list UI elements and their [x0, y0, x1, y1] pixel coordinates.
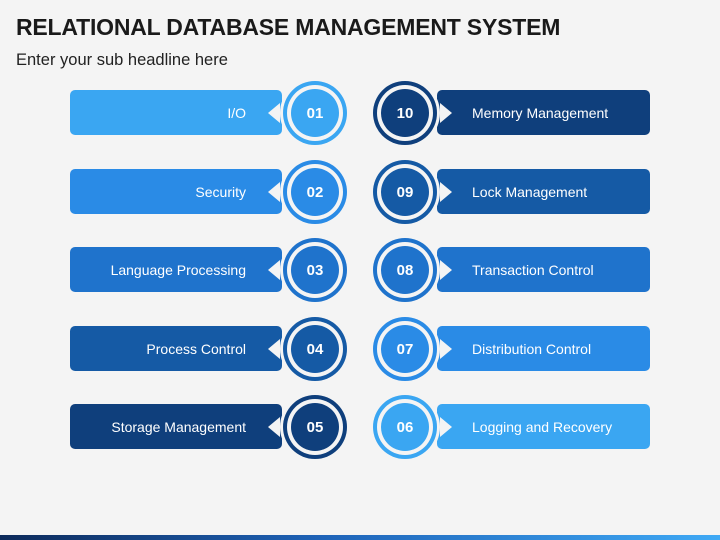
item-number: 02 [291, 168, 339, 216]
item-number: 09 [381, 168, 429, 216]
left-item-bar: Process Control [70, 326, 282, 371]
badge-notch [440, 182, 452, 202]
left-item-badge: 01 [268, 78, 350, 148]
badge-notch [440, 103, 452, 123]
badge-notch [268, 260, 280, 280]
right-item-badge: 10 [370, 78, 452, 148]
left-item-label: Language Processing [110, 261, 246, 278]
left-item-badge: 04 [268, 314, 350, 384]
left-item-bar: Language Processing [70, 247, 282, 292]
left-item-bar: Storage Management [70, 404, 282, 449]
right-item-badge: 07 [370, 314, 452, 384]
left-item-label: I/O [227, 104, 246, 121]
left-item-label: Process Control [146, 340, 246, 357]
right-item-bar: Distribution Control [437, 326, 650, 371]
right-item-label: Transaction Control [472, 261, 594, 278]
item-number: 10 [381, 89, 429, 137]
badge-notch [440, 260, 452, 280]
right-item-badge: 06 [370, 392, 452, 462]
item-number: 04 [291, 325, 339, 373]
badge-notch [268, 417, 280, 437]
right-item-bar: Memory Management [437, 90, 650, 135]
right-item-badge: 08 [370, 235, 452, 305]
badge-notch [268, 182, 280, 202]
item-number: 06 [381, 403, 429, 451]
left-item-bar: Security [70, 169, 282, 214]
right-item-label: Memory Management [472, 104, 609, 121]
item-number: 08 [381, 246, 429, 294]
left-item-label: Security [195, 183, 246, 200]
item-number: 01 [291, 89, 339, 137]
left-item-bar: I/O [70, 90, 282, 135]
right-item-bar: Transaction Control [437, 247, 650, 292]
right-item-label: Distribution Control [472, 340, 592, 357]
right-item-bar: Lock Management [437, 169, 650, 214]
badge-notch [268, 339, 280, 359]
left-item-label: Storage Management [111, 418, 246, 435]
right-item-label: Lock Management [472, 183, 588, 200]
left-item-badge: 05 [268, 392, 350, 462]
left-item-badge: 02 [268, 157, 350, 227]
badge-notch [268, 103, 280, 123]
item-number: 03 [291, 246, 339, 294]
right-item-badge: 09 [370, 157, 452, 227]
page-subtitle: Enter your sub headline here [16, 51, 228, 69]
left-item-badge: 03 [268, 235, 350, 305]
page-title: RELATIONAL DATABASE MANAGEMENT SYSTEM [16, 14, 561, 40]
footer-accent-bar [0, 535, 720, 540]
badge-notch [440, 417, 452, 437]
item-number: 05 [291, 403, 339, 451]
item-number: 07 [381, 325, 429, 373]
right-item-label: Logging and Recovery [472, 418, 613, 435]
right-item-bar: Logging and Recovery [437, 404, 650, 449]
badge-notch [440, 339, 452, 359]
